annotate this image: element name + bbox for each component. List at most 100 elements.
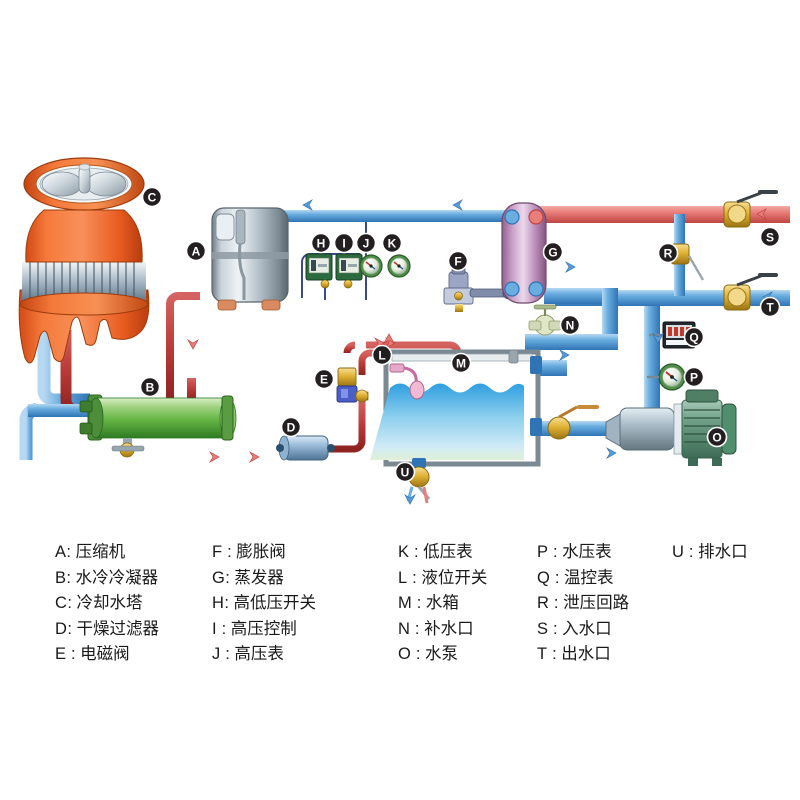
level-switch xyxy=(389,363,425,400)
tag-pressure-relief-loop: R xyxy=(657,242,679,264)
pipe-network xyxy=(19,206,790,460)
tag-water-pump: O xyxy=(706,426,728,448)
water-outlet-valve xyxy=(723,273,778,311)
compressor xyxy=(211,207,289,311)
tag-label: F xyxy=(454,255,461,269)
tag-evaporator: G xyxy=(542,241,564,263)
legend-separator: : xyxy=(548,619,558,638)
legend-text: 水泵 xyxy=(420,645,458,663)
tag-expansion-valve: F xyxy=(447,250,469,272)
tag-circle xyxy=(333,232,355,254)
legend-item-d: D: 干燥过滤器 xyxy=(55,617,159,643)
tag-circle xyxy=(394,461,416,483)
water-inlet-valve xyxy=(723,190,778,228)
legend-item-i: I : 高压控制 xyxy=(212,617,316,643)
tag-circle xyxy=(141,186,163,208)
tag-high-low-pressure-switch: H xyxy=(310,232,332,254)
legend-item-u: U : 排水口 xyxy=(672,540,748,566)
legend-item-a: A: 压缩机 xyxy=(55,540,159,566)
legend-key: G xyxy=(212,568,226,587)
legend-text: 排水口 xyxy=(693,543,748,561)
tag-circle xyxy=(139,376,161,398)
water-pump xyxy=(605,389,737,466)
legend-key: M xyxy=(398,594,413,612)
tag-label: O xyxy=(712,431,721,445)
tag-label: Q xyxy=(689,331,698,345)
legend-separator: : xyxy=(67,594,72,612)
tag-label: J xyxy=(363,237,370,251)
tag-circle xyxy=(759,226,781,248)
tag-high-pressure-control: I xyxy=(333,232,355,254)
high-pressure-gauge xyxy=(359,254,383,278)
legend-text: 电磁阀 xyxy=(75,645,130,663)
legend-key: R xyxy=(537,594,550,612)
tag-water-outlet: T xyxy=(759,296,781,318)
legend-text: 水箱 xyxy=(421,594,459,612)
legend-item-e: E : 电磁阀 xyxy=(55,642,159,668)
legend-separator: : xyxy=(407,568,417,587)
evaporator-return-pipe xyxy=(525,288,618,350)
legend-item-h: H: 高低压开关 xyxy=(212,591,316,617)
legend-item-q: Q : 温控表 xyxy=(537,566,629,592)
legend-item-c: C: 冷却水塔 xyxy=(55,591,159,617)
legend-separator: : xyxy=(67,619,72,638)
legend-separator: : xyxy=(411,645,421,663)
tag-high-pressure-gauge: J xyxy=(355,232,377,254)
legend-item-g: G: 蒸发器 xyxy=(212,566,316,592)
pump-suction-ball-valve xyxy=(547,405,599,440)
legend-item-m: M : 水箱 xyxy=(398,591,487,617)
legend-key: A xyxy=(55,543,67,561)
evaporator xyxy=(501,202,547,304)
legend-key: T xyxy=(537,645,548,663)
tag-label: H xyxy=(317,237,326,251)
tag-label: C xyxy=(148,191,157,205)
legend-separator: : xyxy=(549,594,559,612)
tag-label: P xyxy=(690,371,698,385)
legend-text: 高压表 xyxy=(229,645,284,663)
tag-circle xyxy=(280,416,302,438)
legend-text: 补水口 xyxy=(419,619,474,638)
legend-key: U xyxy=(672,543,685,561)
legend-item-j: J : 高压表 xyxy=(212,642,316,668)
legend-text: 泄压回路 xyxy=(558,594,630,612)
tag-circle xyxy=(313,368,335,390)
legend-key: I xyxy=(212,619,217,638)
cold-water-riser xyxy=(555,290,790,415)
legend-item-p: P : 水压表 xyxy=(537,540,629,566)
tag-circle xyxy=(683,366,705,388)
legend-key: H xyxy=(212,594,225,612)
tag-circle xyxy=(542,241,564,263)
legend-item-k: K : 低压表 xyxy=(398,540,487,566)
legend-separator: : xyxy=(66,645,76,663)
tag-circle xyxy=(447,250,469,272)
legend-text: 液位开关 xyxy=(416,568,488,587)
legend-text: 入水口 xyxy=(557,619,612,638)
legend-key: D xyxy=(55,619,68,638)
legend-separator: : xyxy=(66,568,71,587)
makeup-water-valve xyxy=(528,304,562,336)
tag-label: I xyxy=(342,237,345,251)
tag-label: M xyxy=(456,357,466,371)
high-low-pressure-switch xyxy=(305,253,333,300)
legend-item-s: S : 入水口 xyxy=(537,617,629,643)
legend-text: 水压表 xyxy=(557,543,612,561)
control-panel-group xyxy=(301,222,411,300)
tag-circle xyxy=(683,326,705,348)
pump-discharge-pipe xyxy=(644,360,660,422)
legend-column-4: U : 排水口 xyxy=(672,540,748,566)
legend-text: 蒸发器 xyxy=(229,568,284,587)
tag-dryer-filter: D xyxy=(280,416,302,438)
legend-separator: : xyxy=(409,543,419,561)
tag-label: G xyxy=(548,246,557,260)
tag-low-pressure-gauge: K xyxy=(381,232,403,254)
legend-text: 出水口 xyxy=(556,645,611,663)
tag-label: R xyxy=(664,247,673,261)
tag-circle xyxy=(706,426,728,448)
legend-separator: : xyxy=(224,594,229,612)
tag-circle xyxy=(381,232,403,254)
